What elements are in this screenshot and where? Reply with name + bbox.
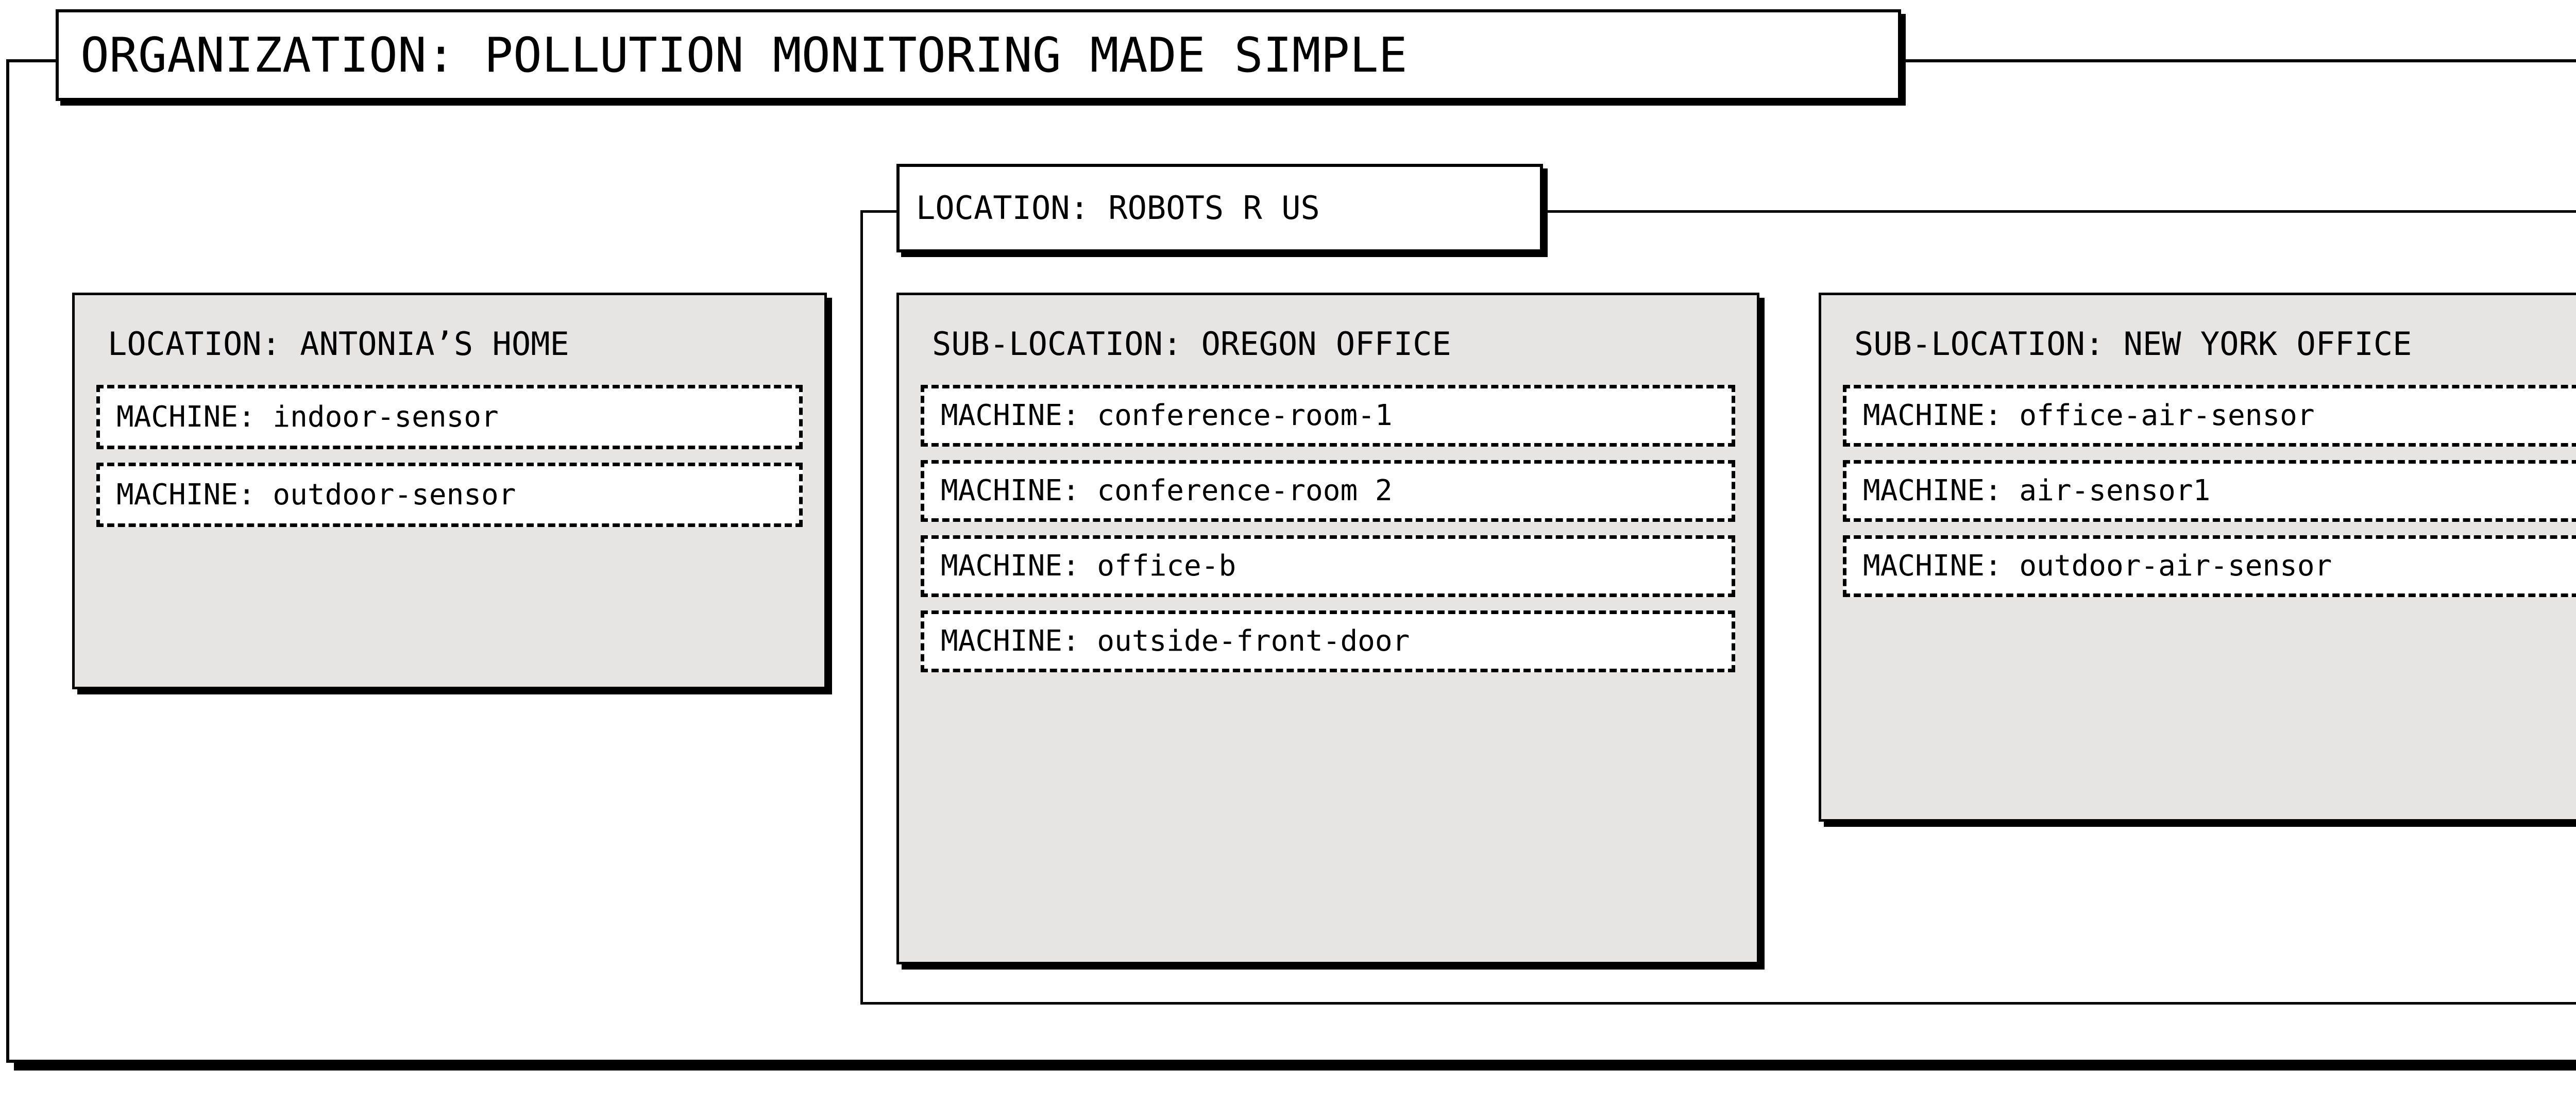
machine-label: MACHINE: conference-room 2	[941, 474, 1393, 507]
machine-label: MACHINE: outdoor-sensor	[116, 478, 516, 512]
machine-box-outside-front-door[interactable]: MACHINE: outside-front-door	[921, 610, 1735, 672]
machine-label: MACHINE: outdoor-air-sensor	[1863, 549, 2332, 583]
machine-label: MACHINE: conference-room-1	[941, 399, 1393, 432]
machine-box-conference-room-1[interactable]: MACHINE: conference-room-1	[921, 385, 1735, 447]
machine-box-office-b[interactable]: MACHINE: office-b	[921, 535, 1735, 597]
organization-title-text: ORGANIZATION: POLLUTION MONITORING MADE …	[80, 27, 1408, 83]
machine-box-indoor-sensor[interactable]: MACHINE: indoor-sensor	[96, 385, 803, 449]
machine-label: MACHINE: indoor-sensor	[116, 400, 499, 434]
location-robots-r-us-title-box: LOCATION: ROBOTS R US	[896, 164, 1543, 252]
machine-box-outdoor-sensor[interactable]: MACHINE: outdoor-sensor	[96, 463, 803, 527]
sub-location-oregon-office-title: SUB-LOCATION: OREGON OFFICE	[932, 325, 1451, 363]
sub-location-new-york-office-title: SUB-LOCATION: NEW YORK OFFICE	[1854, 325, 2412, 363]
location-antonias-home-title: LOCATION: ANTONIA’S HOME	[108, 325, 569, 363]
machine-list-new-york-office: MACHINE: office-air-sensor MACHINE: air-…	[1843, 385, 2576, 597]
machine-label: MACHINE: office-b	[941, 549, 1236, 583]
machine-box-office-air-sensor[interactable]: MACHINE: office-air-sensor	[1843, 385, 2576, 447]
machine-label: MACHINE: outside-front-door	[941, 624, 1410, 658]
location-robots-r-us-box	[860, 210, 2576, 1005]
machine-box-air-sensor1[interactable]: MACHINE: air-sensor1	[1843, 460, 2576, 522]
machine-box-outdoor-air-sensor[interactable]: MACHINE: outdoor-air-sensor	[1843, 535, 2576, 597]
machine-list-antonias-home: MACHINE: indoor-sensor MACHINE: outdoor-…	[96, 385, 803, 527]
location-antonias-home[interactable]: LOCATION: ANTONIA’S HOME MACHINE: indoor…	[72, 293, 827, 689]
machine-list-oregon-office: MACHINE: conference-room-1 MACHINE: conf…	[921, 385, 1735, 672]
sub-location-new-york-office[interactable]: SUB-LOCATION: NEW YORK OFFICE MACHINE: o…	[1819, 293, 2576, 822]
location-robots-r-us-title-text: LOCATION: ROBOTS R US	[916, 189, 1320, 227]
sub-location-oregon-office[interactable]: SUB-LOCATION: OREGON OFFICE MACHINE: con…	[896, 293, 1759, 964]
machine-label: MACHINE: air-sensor1	[1863, 474, 2211, 507]
machine-label: MACHINE: office-air-sensor	[1863, 399, 2315, 432]
machine-box-conference-room-2[interactable]: MACHINE: conference-room 2	[921, 460, 1735, 522]
organization-title-box: ORGANIZATION: POLLUTION MONITORING MADE …	[56, 9, 1901, 101]
